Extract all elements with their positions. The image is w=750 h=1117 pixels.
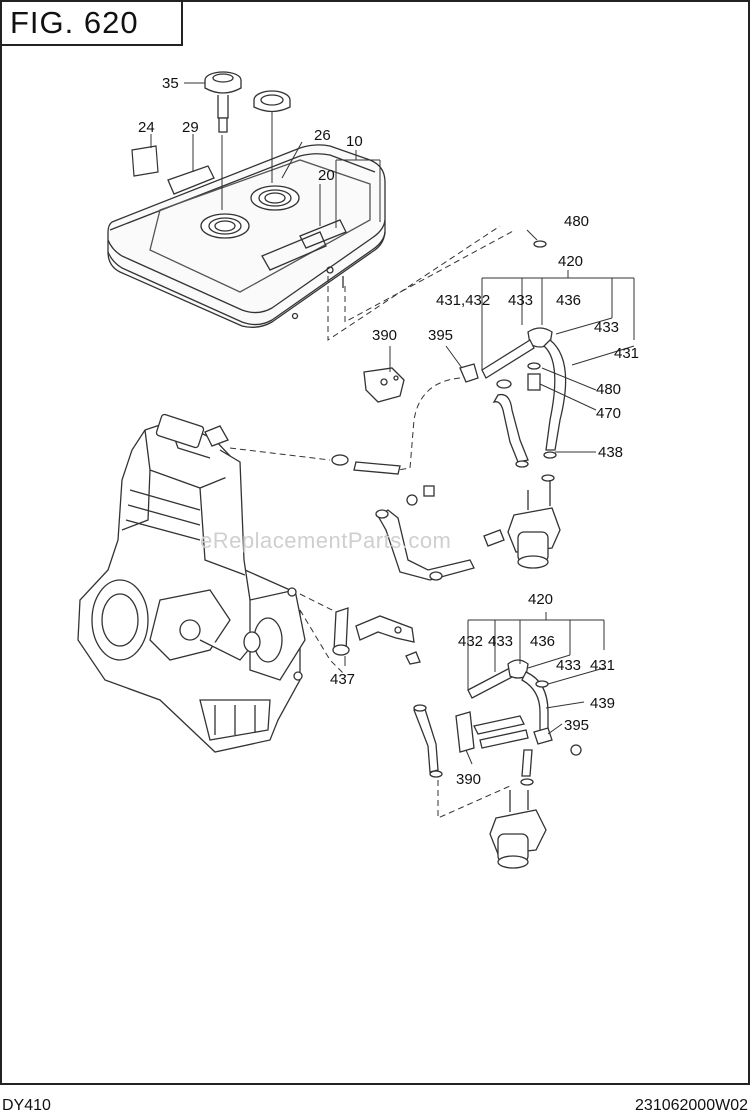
- callout: 390: [372, 327, 397, 344]
- callout: 20: [318, 167, 335, 184]
- tank-cap: [253, 90, 291, 113]
- callout: 431: [590, 657, 615, 674]
- callout: 433: [488, 633, 513, 650]
- callout: 480: [564, 213, 589, 230]
- callout: 395: [564, 717, 589, 734]
- callout: 436: [530, 633, 555, 650]
- callout: 29: [182, 119, 199, 136]
- fuel-line-lower: [413, 659, 582, 869]
- figure-title: FIG. 620: [2, 2, 183, 46]
- engine-block: [77, 413, 306, 753]
- model-label: DY410: [2, 1097, 51, 1114]
- fuel-line-upper: [331, 240, 567, 569]
- callout: 395: [428, 327, 453, 344]
- callout: 439: [590, 695, 615, 712]
- callout: 24: [138, 119, 155, 136]
- fuel-gauge-cap: [204, 71, 242, 133]
- leader-lines-lower: [437, 612, 605, 819]
- callout: 480: [596, 381, 621, 398]
- leader-lines-tank: [150, 82, 516, 341]
- callout: 433: [556, 657, 581, 674]
- label-plate: [131, 145, 159, 177]
- callout: 431,432: [436, 292, 490, 309]
- leader-lines-middle: [299, 593, 347, 677]
- callout: 26: [314, 127, 331, 144]
- callout: 433: [594, 319, 619, 336]
- callout: 438: [598, 444, 623, 461]
- callout: 420: [558, 253, 583, 270]
- callout: 433: [508, 292, 533, 309]
- callout-labels: 35 24 29 26 10 20 480 420 431,432 433 43…: [138, 75, 639, 788]
- callout: 470: [596, 405, 621, 422]
- fuel-pipe-middle: [375, 485, 505, 581]
- callout: 431: [614, 345, 639, 362]
- watermark: eReplacementParts.com: [200, 528, 452, 553]
- fuel-tank: [107, 144, 386, 328]
- callout: 390: [456, 771, 481, 788]
- drawing-code: 231062000W02: [635, 1097, 748, 1114]
- callout: 437: [330, 671, 355, 688]
- callout: 420: [528, 591, 553, 608]
- callout: 436: [556, 292, 581, 309]
- callout: 10: [346, 133, 363, 150]
- callout: 432: [458, 633, 483, 650]
- callout: 35: [162, 75, 179, 92]
- leader-lines-upper: [229, 229, 635, 560]
- bracket-437: [332, 607, 421, 665]
